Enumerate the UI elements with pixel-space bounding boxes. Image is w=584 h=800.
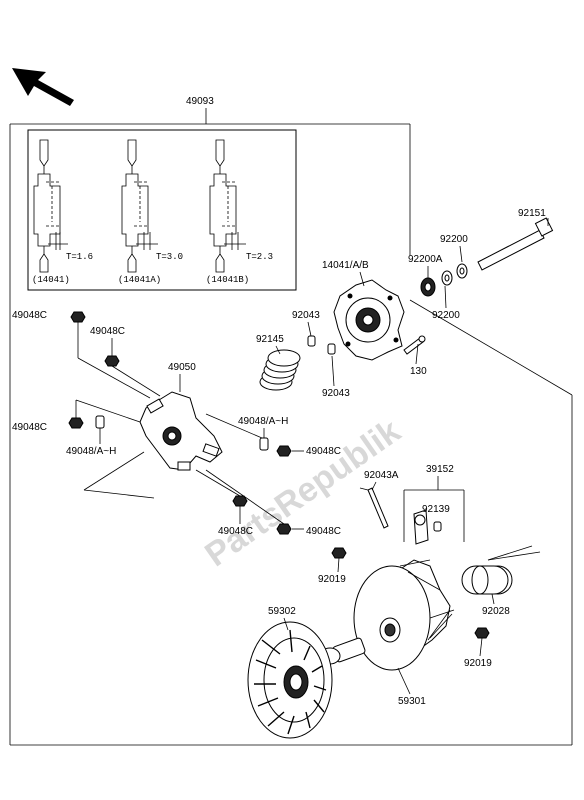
bolt-49048AH-1	[95, 415, 105, 429]
fixed-sheave-59301	[353, 559, 451, 671]
bushing-92028	[461, 565, 513, 595]
nut-49048C-5	[232, 495, 248, 507]
callout-92200-bottom: 92200	[432, 310, 460, 321]
callout-49048C-4: 49048C	[306, 446, 341, 457]
shim-thickness-14041B: T=2.3	[246, 252, 273, 262]
pin-92043-b	[327, 343, 336, 355]
callout-49048C-5: 49048C	[218, 526, 253, 537]
callout-39152: 39152	[426, 464, 454, 475]
callout-49048C-2: 49048C	[90, 326, 125, 337]
nut-49048C-6	[276, 523, 292, 535]
shim-variants-inset: T=1.6 (14041) T=3.0 (14041A) T=2.3 (1404…	[27, 129, 297, 291]
washer-92200	[441, 263, 468, 286]
shim-thickness-14041A: T=3.0	[156, 252, 183, 262]
pin-92043A	[367, 487, 389, 529]
bolt-49048AH-2	[259, 437, 269, 451]
callout-92043-b: 92043	[322, 388, 350, 399]
shim-variant-14041B: T=2.3 (14041B)	[206, 139, 273, 285]
spider-14041	[333, 279, 405, 361]
callout-92200-top: 92200	[440, 234, 468, 245]
callout-49048AH-1: 49048/A~H	[66, 446, 116, 457]
callout-14041AB: 14041/A/B	[322, 260, 369, 271]
callout-92043-a: 92043	[292, 310, 320, 321]
shim-thickness-14041: T=1.6	[66, 252, 93, 262]
callout-92139: 92139	[422, 504, 450, 515]
shim-variant-14041: T=1.6 (14041)	[32, 139, 93, 285]
bolt-130	[403, 335, 426, 355]
bolt-92019-a	[331, 547, 347, 559]
roller-set-39152	[403, 489, 465, 545]
callout-92151: 92151	[518, 208, 546, 219]
callout-49048C-6: 49048C	[306, 526, 341, 537]
ramp-assembly-49050	[139, 391, 223, 471]
callout-49050: 49050	[168, 362, 196, 373]
callout-49048AH-2: 49048/A~H	[238, 416, 288, 427]
callout-59301: 59301	[398, 696, 426, 707]
front-direction-arrow-icon	[12, 68, 74, 106]
callout-92145: 92145	[256, 334, 284, 345]
spring-92145	[259, 349, 301, 391]
nut-49048C-2	[104, 355, 120, 367]
movable-sheave-59302	[247, 621, 366, 739]
callout-49048C-3: 49048C	[12, 422, 47, 433]
pin-92043-a	[307, 335, 316, 347]
callout-92200A: 92200A	[408, 254, 443, 265]
nut-49048C-1	[70, 311, 86, 323]
shim-part-14041B: (14041B)	[206, 275, 249, 285]
shim-variant-14041A: T=3.0 (14041A)	[118, 139, 183, 285]
assembly-label: 49093	[186, 96, 214, 107]
callout-59302: 59302	[268, 606, 296, 617]
callout-92028: 92028	[482, 606, 510, 617]
bolt-92151	[477, 217, 554, 271]
callout-130: 130	[410, 366, 427, 377]
callout-49048C-1: 49048C	[12, 310, 47, 321]
shim-part-14041: (14041)	[32, 275, 70, 285]
nut-49048C-4	[276, 445, 292, 457]
callout-92019-a: 92019	[318, 574, 346, 585]
nut-49048C-3	[68, 417, 84, 429]
bearing-92200A	[420, 277, 436, 297]
shim-part-14041A: (14041A)	[118, 275, 161, 285]
callout-92019-b: 92019	[464, 658, 492, 669]
watermark-text: PartsRepublik	[198, 412, 407, 574]
callout-92043A: 92043A	[364, 470, 399, 481]
bolt-92019-b	[474, 627, 490, 639]
